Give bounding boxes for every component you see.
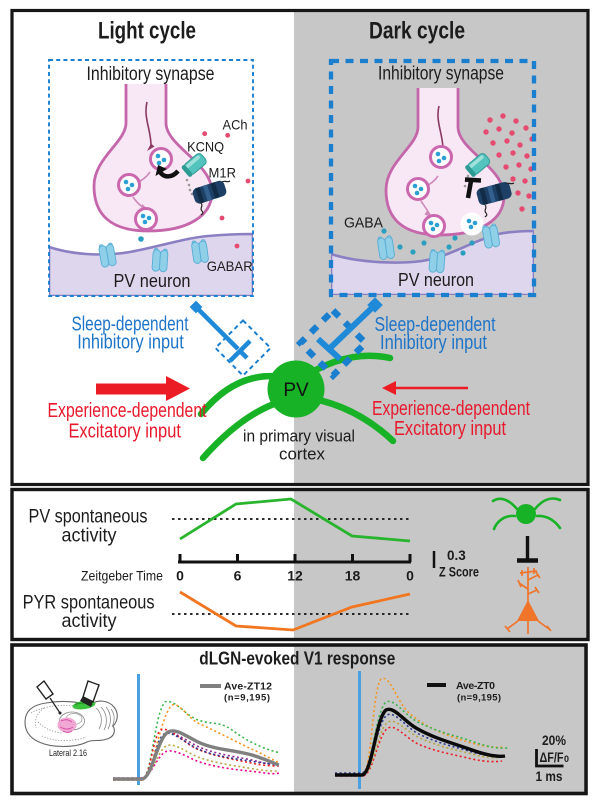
svg-text:activity: activity [62,524,117,546]
svg-text:activity: activity [62,610,117,632]
svg-text:Lateral 2.16: Lateral 2.16 [49,748,87,759]
svg-text:Inhibitory input: Inhibitory input [380,332,487,354]
svg-text:PV neuron: PV neuron [114,271,191,291]
svg-text:Zeitgeber Time: Zeitgeber Time [81,568,163,584]
svg-text:Z Score: Z Score [439,565,479,580]
svg-text:dLGN-evoked V1 response: dLGN-evoked V1 response [199,649,395,669]
svg-text:Excitatory input: Excitatory input [394,418,506,440]
svg-text:M1R: M1R [209,164,237,180]
svg-text:ΔF/F: ΔF/F [540,750,564,765]
svg-text:PYR spontaneous: PYR spontaneous [23,592,155,614]
svg-text:Inhibitory input: Inhibitory input [77,332,184,354]
svg-text:Ave-ZT0: Ave-ZT0 [456,680,495,692]
svg-text:in primary visual: in primary visual [243,428,355,446]
svg-text:Experience-dependent: Experience-dependent [48,400,207,422]
svg-text:Dark cycle: Dark cycle [369,18,465,45]
svg-text:Inhibitory synapse: Inhibitory synapse [87,64,215,85]
svg-text:PV neuron: PV neuron [398,270,474,290]
svg-text:12: 12 [287,568,303,584]
svg-text:6: 6 [234,568,242,584]
svg-text:PV: PV [283,380,309,401]
svg-text:1 ms: 1 ms [536,769,563,784]
svg-text:Excitatory input: Excitatory input [68,420,181,442]
svg-text:(n=9,195): (n=9,195) [457,693,501,704]
svg-text:Sleep-dependent: Sleep-dependent [72,314,189,336]
svg-text:0: 0 [406,568,414,584]
svg-text:Experience-dependent: Experience-dependent [372,398,530,420]
svg-text:Light cycle: Light cycle [98,18,196,45]
svg-text:0: 0 [176,568,184,584]
svg-text:(n=9,195): (n=9,195) [224,693,270,704]
svg-text:cortex: cortex [279,446,326,464]
svg-text:KCNQ: KCNQ [187,138,224,154]
svg-text:GABA: GABA [344,216,383,232]
svg-text:Inhibitory synapse: Inhibitory synapse [378,64,504,85]
svg-text:0.3: 0.3 [447,548,466,563]
svg-text:Sleep-dependent: Sleep-dependent [375,314,496,336]
svg-text:18: 18 [345,568,361,584]
svg-text:0: 0 [564,754,569,764]
svg-text:PV spontaneous: PV spontaneous [29,506,148,528]
svg-text:GABAR: GABAR [207,258,253,274]
svg-text:20%: 20% [542,733,566,748]
svg-text:ACh: ACh [223,117,248,133]
svg-text:Ave-ZT12: Ave-ZT12 [224,681,272,693]
